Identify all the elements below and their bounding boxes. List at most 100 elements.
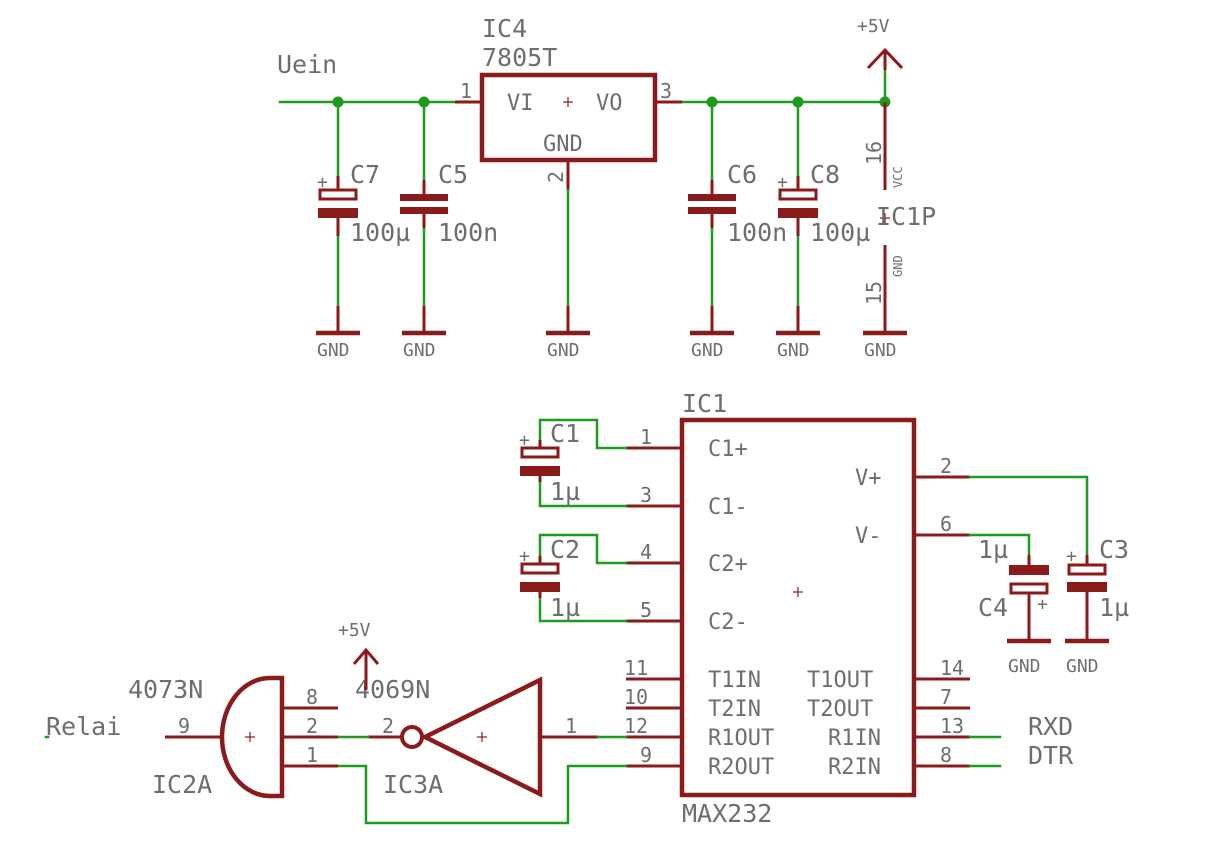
svg-text:GND: GND (317, 340, 350, 361)
svg-text:+: + (519, 546, 530, 567)
inverter-pin-in: 1 (565, 714, 577, 738)
inverter-pin-out: 2 (382, 714, 394, 738)
c7-name: C7 (350, 160, 380, 189)
max232-pin-label: C1+ (708, 437, 748, 462)
supply-5v-top: +5V (857, 16, 904, 104)
svg-text:+: + (317, 172, 328, 193)
gnd-symbol: GND (316, 306, 360, 361)
svg-text:GND: GND (1008, 656, 1041, 677)
max232-body (679, 417, 917, 798)
max232-pin-label: T1OUT (807, 668, 873, 693)
regulator-pin-num-gnd: 2 (544, 171, 568, 183)
ic1p-gnd-pin: 15 (862, 281, 886, 305)
svg-text:GND: GND (864, 340, 897, 361)
c4-name: C4 (978, 593, 1008, 622)
c6-value: 100n (727, 218, 787, 247)
svg-text:+: + (519, 430, 530, 451)
c1-name: C1 (550, 419, 580, 448)
capacitor-c1: + C1 1µ (519, 418, 628, 508)
max232-pin-label: T1IN (708, 668, 761, 693)
max232-pin-num: 12 (624, 714, 648, 738)
max232-pin-num: 10 (624, 685, 648, 709)
svg-text:+: + (777, 172, 788, 193)
c6-name: C6 (727, 160, 757, 189)
ic1p-vcc-label: VCC (891, 166, 905, 188)
max232-pin-label: C2- (708, 610, 748, 635)
gnd-symbol: GND (402, 306, 446, 361)
c8-name: C8 (810, 160, 840, 189)
gnd-symbol: GND (546, 306, 590, 361)
inverter-supply-label: +5V (338, 620, 371, 641)
regulator-pin-gnd: GND (543, 132, 583, 157)
c2-value: 1µ (550, 593, 580, 622)
capacitor-c6: C6 100n (688, 100, 787, 308)
max232-pin-num: 6 (940, 512, 952, 536)
svg-text:GND: GND (403, 340, 436, 361)
svg-text:GND: GND (547, 340, 580, 361)
max232-pin-label: R2IN (828, 755, 881, 780)
max232-pin-label: C2+ (708, 552, 748, 577)
signal-rxd: RXD (1028, 712, 1073, 741)
regulator-name: IC4 (482, 14, 527, 43)
input-voltage-label: Uein (277, 50, 337, 79)
ic1p-gnd-label: GND (891, 255, 905, 277)
inverter-ic3a: 1 2 4069N IC3A +5V (338, 620, 598, 799)
svg-text:GND: GND (1066, 656, 1099, 677)
ic1p-name: IC1P (876, 202, 936, 231)
regulator-pin-vo: VO (596, 91, 623, 116)
c1-value: 1µ (550, 477, 580, 506)
capacitor-c7: + C7 100µ (317, 100, 410, 308)
max232-pin-num: 3 (640, 483, 652, 507)
max232-section: IC1 MAX232 1 3 4 5 11 10 12 9 C1+ C1- C2… (519, 389, 1129, 828)
max232-pin-label: R1IN (828, 726, 881, 751)
c2-name: C2 (550, 535, 580, 564)
capacitor-c5: C5 100n (400, 100, 498, 308)
svg-text:+: + (1066, 546, 1077, 567)
gnd-symbol: GND (863, 306, 907, 361)
max232-pin-num: 5 (640, 598, 652, 622)
regulator-value: 7805T (482, 43, 557, 72)
max232-name: IC1 (682, 389, 727, 418)
ic1p-vcc-pin: 16 (862, 141, 886, 165)
gnd-symbol: GND (690, 306, 734, 361)
inverter-name: IC3A (383, 770, 443, 799)
signal-dtr: DTR (1028, 741, 1074, 770)
inverter-value: 4069N (355, 675, 430, 704)
signal-relai: Relai (46, 712, 121, 741)
max232-pin-num: 4 (640, 540, 652, 564)
max232-pin-label: V- (855, 524, 882, 549)
c7-value: 100µ (350, 218, 410, 247)
and-gate-ic2a: 8 2 1 9 4073N IC2A (128, 675, 338, 799)
and-gate-value: 4073N (128, 675, 203, 704)
svg-text:GND: GND (777, 340, 810, 361)
regulator-7805: IC4 7805T VI VO GND 1 3 2 (455, 14, 682, 190)
capacitor-c8: + C8 100µ (777, 100, 870, 308)
max232-pin-label: R1OUT (708, 726, 774, 751)
power-supply-section: Uein IC4 7805T VI VO GND 1 3 2 (277, 14, 936, 361)
c5-name: C5 (438, 160, 468, 189)
capacitor-c2: + C2 1µ (519, 533, 628, 623)
max232-pin-num: 9 (640, 743, 652, 767)
c4-value: 1µ (978, 535, 1008, 564)
regulator-pin-num-in: 1 (460, 79, 472, 103)
capacitor-c3: + C3 1µ GND (968, 475, 1129, 677)
max232-pin-label: T2IN (708, 697, 761, 722)
max232-pin-num: 13 (940, 714, 964, 738)
and-pin-c: 1 (306, 743, 318, 767)
and-gate-body (219, 675, 285, 799)
svg-text:+: + (1037, 594, 1048, 615)
logic-section: 1 2 4069N IC3A +5V 8 2 1 9 4073N IC2A (44, 620, 628, 825)
max232-pin-num: 8 (940, 743, 952, 767)
and-pin-out: 9 (178, 714, 190, 738)
max232-pin-label: T2OUT (807, 697, 873, 722)
max232-pin-num: 14 (940, 656, 964, 680)
regulator-pin-num-out: 3 (660, 79, 672, 103)
wire-r2out-loop (336, 764, 628, 825)
supply-5v-label: +5V (857, 16, 890, 37)
max232-pin-label: R2OUT (708, 755, 774, 780)
regulator-pin-vi: VI (507, 91, 534, 116)
and-pin-b: 2 (306, 714, 318, 738)
gnd-symbol: GND (776, 306, 820, 361)
regulator-body (479, 72, 658, 163)
